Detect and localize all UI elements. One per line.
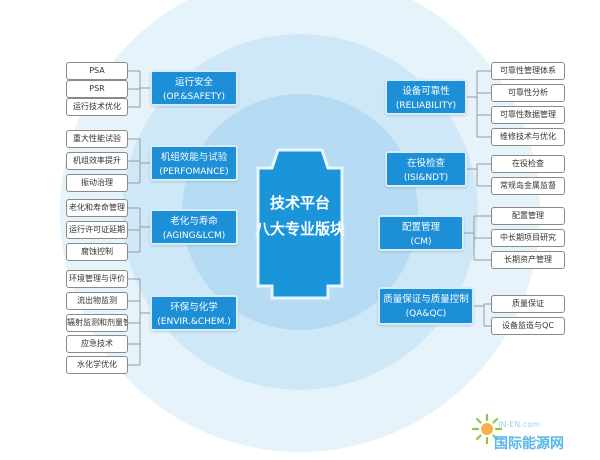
module-box-8: 质量保证与质量控制 (QA&QC): [378, 287, 474, 325]
center-title-line2: 八大专业版块: [254, 220, 346, 238]
sun-logo-icon: [471, 413, 503, 445]
connector-lines: [128, 70, 491, 366]
module-subtitle: (CM): [410, 237, 432, 247]
watermark-url: IN-EN.com: [498, 420, 540, 429]
module-box-3: 老化与寿命 (AGING&LCM): [150, 209, 238, 245]
leaf-item: 质量保证: [491, 295, 565, 313]
watermark-name: 国际能源网: [494, 436, 564, 452]
module-title: 环保与化学: [170, 302, 218, 313]
module-title: 运行安全: [174, 77, 213, 88]
leaf-item: 老化和寿命管理: [66, 199, 128, 217]
leaf-item: 可靠性数据管理: [491, 106, 565, 124]
module-box-2: 机组效能与试验 (PERFOMANCE): [150, 145, 238, 181]
module-box-5: 设备可靠性 (RELIABILITY): [385, 79, 467, 115]
module-subtitle: (PERFOMANCE): [159, 167, 229, 177]
leaf-item: 配置管理: [491, 207, 565, 225]
module-title: 在役检查: [406, 158, 445, 169]
leaf-item: PSR: [66, 80, 128, 98]
leaf-item: 辐射监测和剂量管理: [66, 314, 128, 332]
module-title: 质量保证与质量控制: [383, 294, 469, 305]
leaf-item: 应急技术: [66, 335, 128, 353]
leaf-item: 振动治理: [66, 174, 128, 192]
module-subtitle: (ISI&NDT): [403, 173, 449, 183]
leaf-item: 环境管理与评价: [66, 270, 128, 288]
leaf-item: 运行许可证延期: [66, 221, 128, 239]
leaf-item: 可靠性管理体系: [491, 62, 565, 80]
center-shield: [256, 148, 344, 300]
leaf-item: 中长期项目研究: [491, 229, 565, 247]
module-box-1: 运行安全 (OP.&SAFETY): [150, 70, 238, 106]
module-box-4: 环保与化学 (ENVIR.&CHEM.): [150, 295, 238, 331]
leaf-item: 常规岛金属监督: [491, 177, 565, 195]
module-title: 设备可靠性: [402, 86, 450, 97]
leaf-item: 腐蚀控制: [66, 243, 128, 261]
module-subtitle: (RELIABILITY): [395, 101, 457, 111]
module-title: 配置管理: [401, 222, 440, 233]
module-title: 老化与寿命: [170, 216, 218, 227]
center-title-line1: 技术平台: [270, 194, 330, 212]
leaf-item: 运行技术优化: [66, 98, 128, 116]
leaf-item: PSA: [66, 62, 128, 80]
leaf-item: 维修技术与优化: [491, 128, 565, 146]
module-box-6: 在役检查 (ISI&NDT): [385, 151, 467, 187]
leaf-item: 设备监造与QC: [491, 317, 565, 335]
leaf-item: 在役检查: [491, 155, 565, 173]
module-box-7: 配置管理 (CM): [378, 215, 464, 251]
leaf-item: 机组效率提升: [66, 152, 128, 170]
module-title: 机组效能与试验: [160, 152, 228, 163]
leaf-item: 长期资产管理: [491, 251, 565, 269]
leaf-item: 流出物监测: [66, 292, 128, 310]
module-subtitle: (OP.&SAFETY): [163, 92, 225, 102]
leaf-item: 重大性能试验: [66, 130, 128, 148]
module-subtitle: (ENVIR.&CHEM.): [157, 317, 231, 327]
leaf-item: 可靠性分析: [491, 84, 565, 102]
module-subtitle: (QA&QC): [405, 309, 447, 319]
module-subtitle: (AGING&LCM): [162, 231, 226, 241]
leaf-item: 水化学优化: [66, 356, 128, 374]
